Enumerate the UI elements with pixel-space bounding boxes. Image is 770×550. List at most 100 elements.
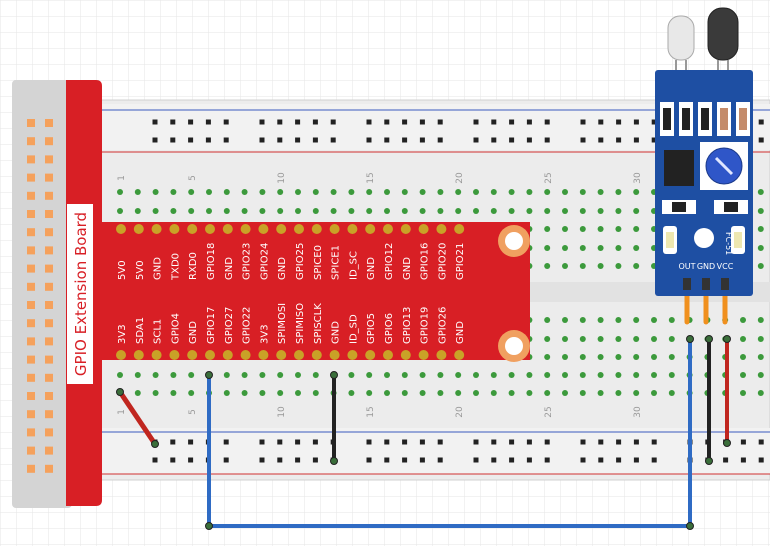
bottom-pin-label: GND — [331, 321, 342, 344]
rail-hole — [544, 119, 550, 125]
rail-hole — [616, 457, 622, 463]
rail-hole — [616, 439, 622, 445]
top-header-pin — [205, 224, 215, 234]
bottom-header-pin — [240, 350, 251, 360]
rail-hole — [473, 137, 479, 143]
rail-hole — [419, 439, 425, 445]
breadboard-hole — [651, 372, 657, 378]
breadboard-hole — [366, 208, 373, 214]
mount-hole-bottom — [505, 337, 523, 355]
rail-hole — [598, 439, 604, 445]
breadboard-hole — [170, 390, 177, 396]
bottom-pin-label: SDA1 — [135, 317, 146, 344]
bottom-header-pin — [116, 350, 126, 360]
rail-hole — [526, 119, 532, 125]
indicator-led-left-lens — [666, 232, 674, 248]
breadboard-hole — [579, 263, 586, 269]
wire-endpoint — [205, 371, 213, 379]
title-plate — [67, 204, 93, 384]
breadboard-hole — [473, 390, 479, 396]
breadboard-hole — [597, 263, 604, 269]
top-pin-label: SPICE1 — [331, 245, 342, 280]
rail-hole — [633, 439, 639, 445]
breadboard-hole — [188, 208, 195, 214]
breadboard-hole — [597, 372, 604, 378]
breadboard-hole — [757, 317, 764, 323]
rail-hole — [295, 137, 301, 143]
top-pin-label: RXD0 — [188, 252, 199, 280]
breadboard-hole — [312, 189, 319, 195]
breadboard-hole — [384, 390, 390, 396]
breadboard-hole — [740, 390, 746, 396]
top-pin-label: GPIO16 — [420, 243, 431, 280]
breadboard-hole — [134, 390, 141, 396]
top-pin-label: GPIO21 — [455, 243, 466, 280]
breadboard-hole — [597, 390, 604, 396]
breadboard-hole — [206, 208, 212, 214]
rail-hole — [259, 457, 265, 463]
wire-endpoint — [686, 522, 694, 530]
header-pin — [27, 319, 35, 328]
breadboard-hole — [277, 372, 284, 378]
breadboard-hole — [330, 208, 337, 214]
column-number-top: 10 — [277, 172, 287, 184]
breadboard-hole — [117, 372, 123, 378]
breadboard-hole — [757, 189, 764, 195]
breadboard-hole — [490, 390, 497, 396]
breadboard-hole — [508, 372, 515, 378]
rail-hole — [402, 137, 408, 143]
breadboard-hole — [633, 226, 640, 232]
breadboard-hole — [508, 208, 515, 214]
breadboard-hole — [259, 208, 266, 214]
column-number-bottom: 15 — [366, 406, 376, 417]
breadboard-hole — [526, 208, 533, 214]
board-title: GPIO Extension Board — [72, 212, 90, 376]
breadboard-hole — [348, 390, 355, 396]
breadboard-hole — [579, 372, 586, 378]
breadboard-hole — [615, 390, 622, 396]
breadboard-hole — [419, 372, 426, 378]
breadboard-hole — [241, 208, 248, 214]
bottom-header-pin — [151, 350, 162, 360]
rail-hole — [473, 457, 479, 463]
breadboard-hole — [526, 372, 533, 378]
breadboard-hole — [633, 336, 640, 342]
top-header-pin — [400, 224, 411, 234]
ribbon-header-pins — [27, 119, 53, 473]
breadboard-hole — [401, 390, 408, 396]
breadboard-hole — [170, 208, 177, 214]
breadboard-hole — [668, 336, 675, 342]
breadboard-hole — [633, 390, 640, 396]
breadboard-hole — [348, 189, 355, 195]
wire-endpoint — [723, 335, 731, 343]
breadboard-hole — [384, 372, 390, 378]
breadboard-hole — [668, 317, 675, 323]
breadboard-hole — [295, 372, 301, 378]
breadboard-hole — [295, 189, 301, 195]
breadboard-hole — [437, 390, 444, 396]
header-pin — [45, 191, 53, 200]
breadboard-hole — [117, 208, 123, 214]
bottom-header-pin — [400, 350, 411, 360]
header-pin — [27, 428, 35, 437]
column-number-bottom: 20 — [455, 406, 465, 418]
rail-hole — [723, 457, 729, 463]
top-header-pin — [365, 224, 376, 234]
rail-hole — [437, 457, 443, 463]
breadboard-hole — [651, 317, 657, 323]
breadboard-hole — [579, 226, 586, 232]
breadboard-hole — [740, 317, 746, 323]
header-pin — [45, 373, 53, 382]
column-number-bottom: 10 — [277, 406, 287, 418]
rail-hole — [509, 137, 515, 143]
breadboard-hole — [366, 189, 373, 195]
breadboard-hole — [615, 317, 622, 323]
breadboard-hole — [544, 208, 551, 214]
bottom-pin-label: GPIO5 — [366, 313, 377, 344]
rail-hole — [544, 457, 550, 463]
rail-hole — [170, 137, 176, 143]
breadboard-hole — [651, 354, 657, 360]
bottom-header-pin — [383, 350, 393, 360]
